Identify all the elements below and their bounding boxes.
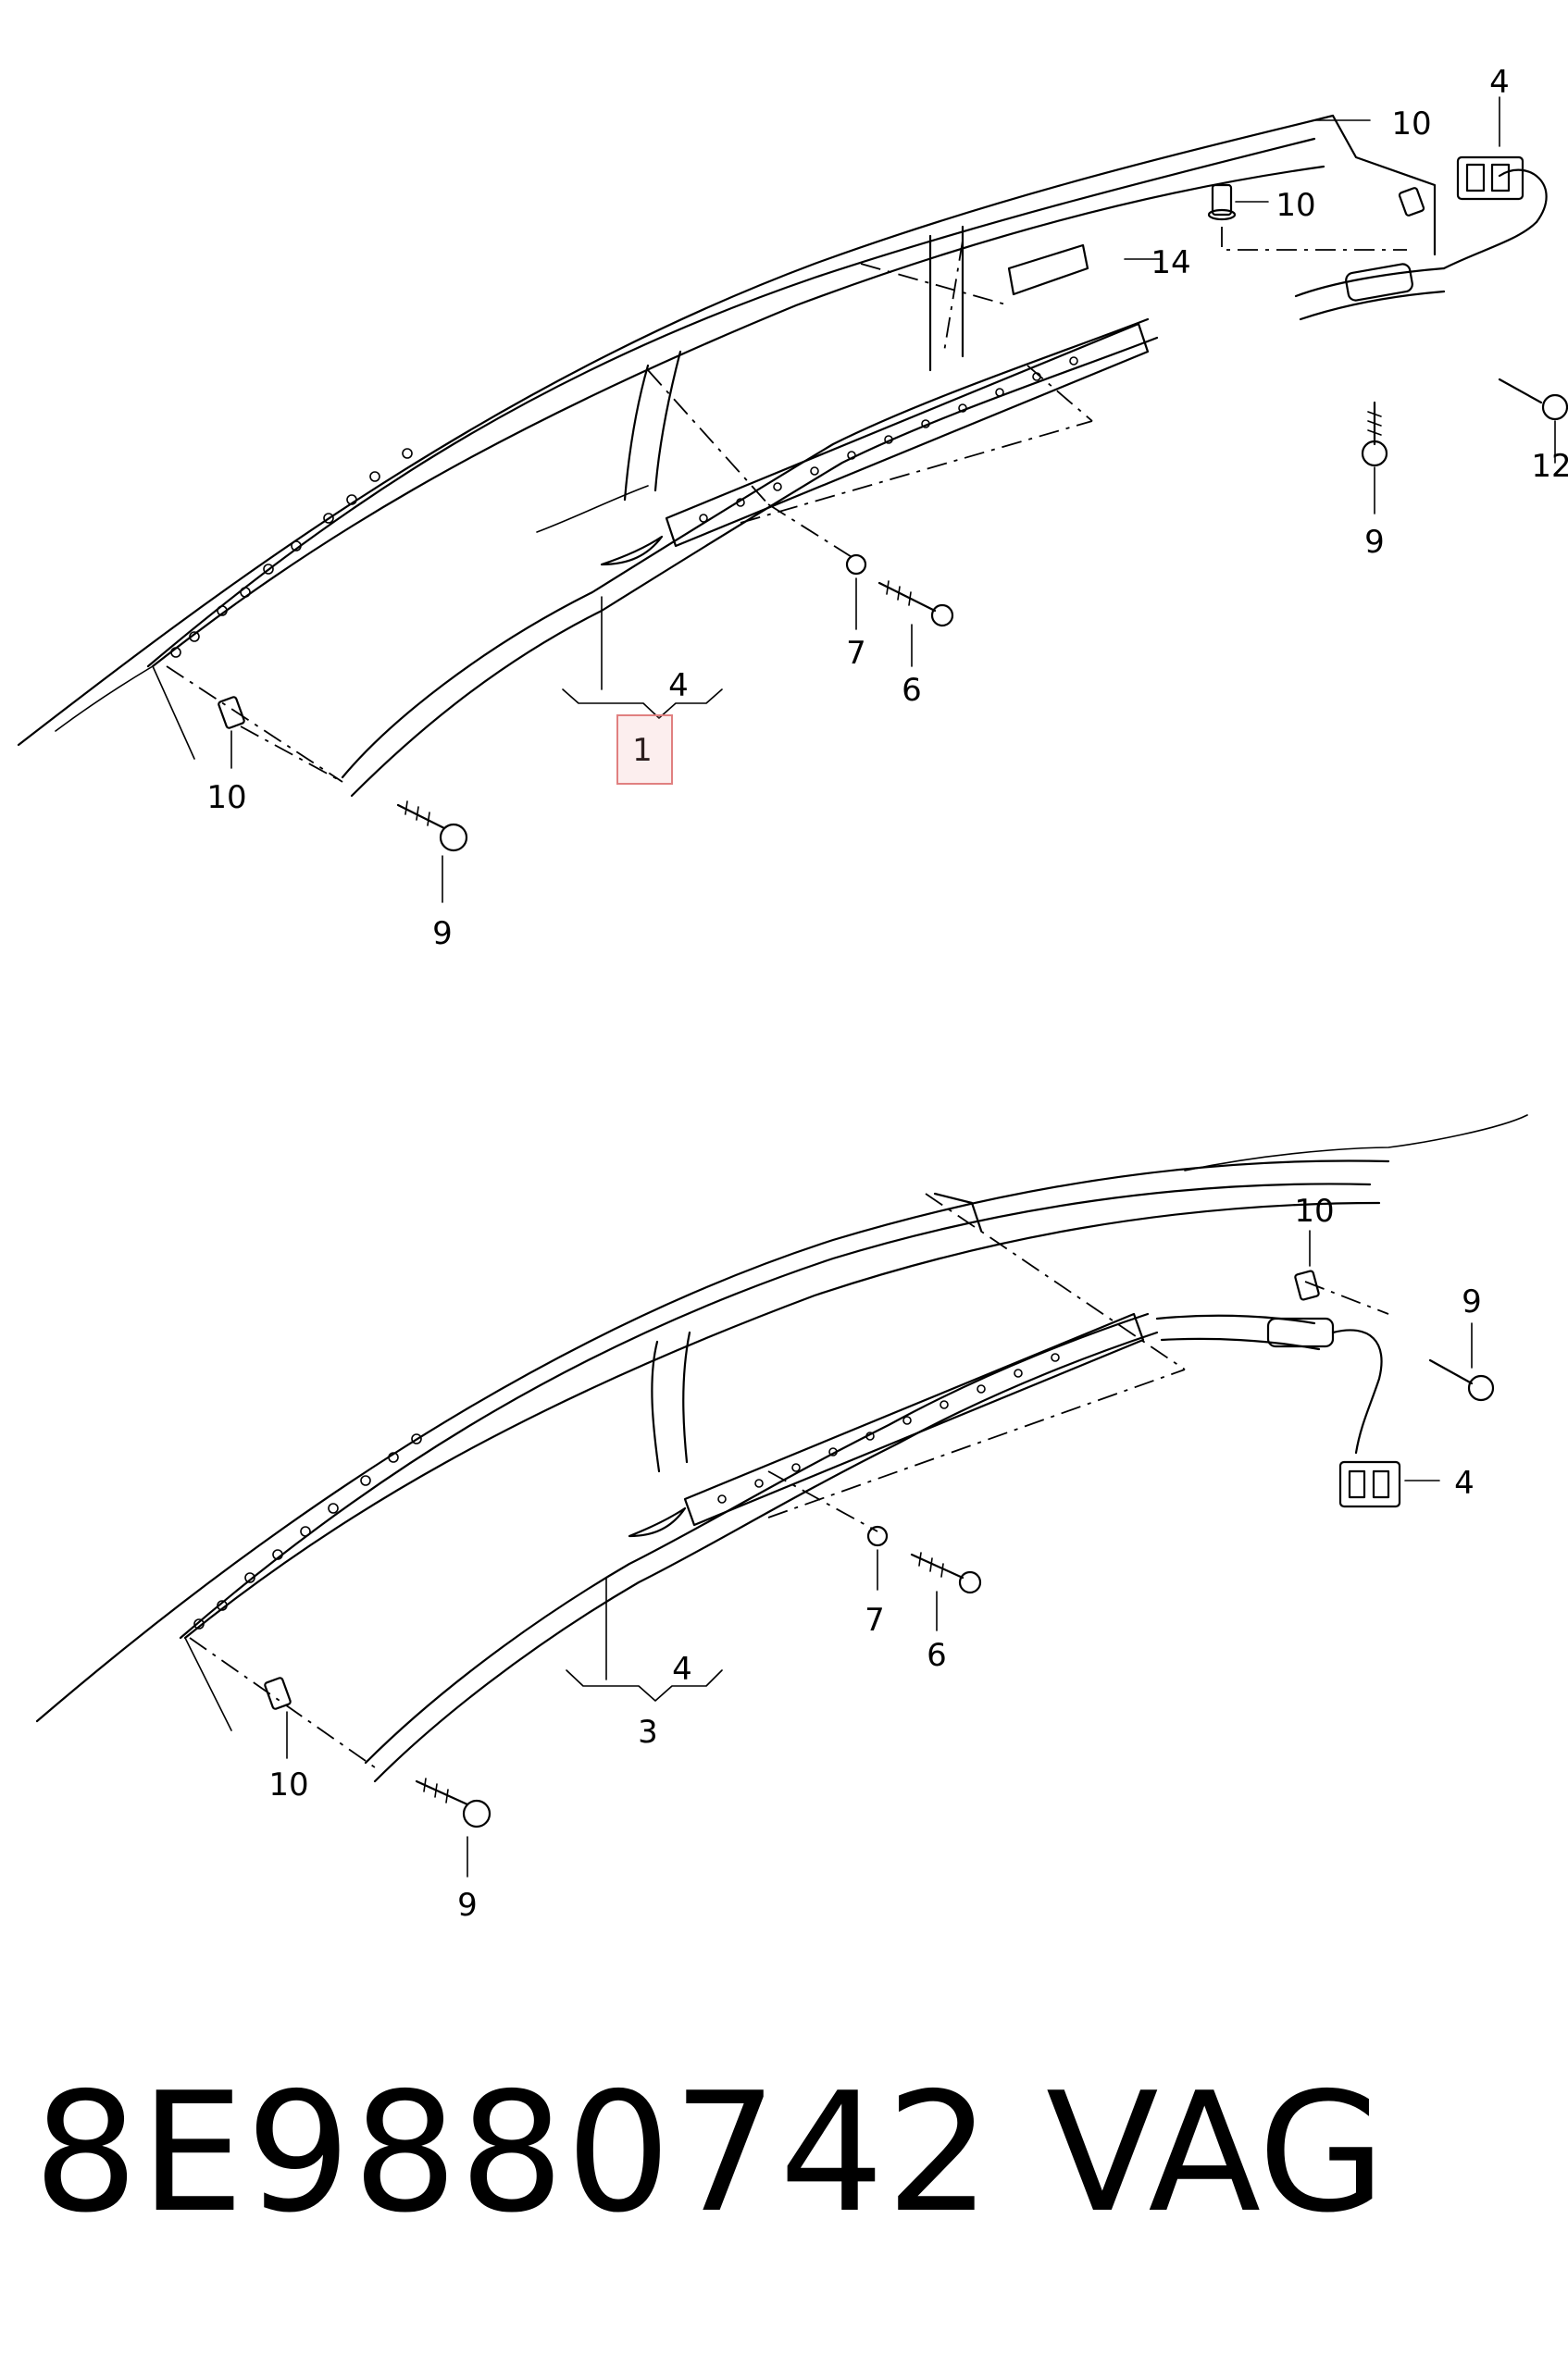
roof-outer-line xyxy=(17,114,1335,747)
washer-7-b xyxy=(866,1525,889,1547)
callout-10-left: 10 xyxy=(206,779,246,816)
clip-part-b xyxy=(1398,187,1425,217)
callout-6: 6 xyxy=(902,672,922,709)
clip-part-a-base xyxy=(1207,208,1237,221)
roof-inner-line-b xyxy=(179,1183,1372,1640)
callout-9-right: 9 xyxy=(1364,524,1385,561)
callout-9-left-b: 9 xyxy=(457,1887,478,1924)
callout-7-b: 7 xyxy=(865,1602,885,1639)
screw-12 xyxy=(1498,378,1568,421)
roof-outer-line-b xyxy=(35,1159,1390,1723)
callout-12: 12 xyxy=(1531,448,1568,485)
part-number: 8E9880742 xyxy=(33,2057,993,2249)
roof-front-line xyxy=(55,665,154,732)
callout-3: 3 xyxy=(638,1714,658,1751)
screw-9-left xyxy=(396,800,468,852)
gas-generator xyxy=(1345,263,1413,302)
b-pillar-right xyxy=(653,350,682,492)
callout-4-bracket: 4 xyxy=(668,667,689,704)
b-pillar-left-b xyxy=(651,1340,661,1473)
roof-mid-line xyxy=(536,485,649,533)
callout-9-left: 9 xyxy=(432,915,453,952)
bracket-part xyxy=(1007,243,1089,296)
callout-14: 14 xyxy=(1151,244,1190,281)
gas-generator-tube-top-b xyxy=(1155,1314,1316,1325)
screw-9-right xyxy=(1361,401,1388,467)
pillar-line xyxy=(152,665,195,760)
gas-generator-tube-bottom-b xyxy=(1160,1337,1321,1351)
roof-rail-holes-b xyxy=(193,1433,422,1630)
curtain-knot xyxy=(600,535,664,566)
curtain-airbag-upper-edge-b xyxy=(364,1312,1150,1765)
curtain-airbag-upper-edge xyxy=(341,317,1150,779)
bottom-diagram: 10 9 4 7 6 4 3 10 9 xyxy=(35,1114,1528,1924)
callout-4-bracket-b: 4 xyxy=(672,1651,692,1688)
callout-10-right-b: 10 xyxy=(1294,1193,1334,1230)
screw-9-left-b xyxy=(415,1778,492,1828)
connector-bottom-pin-a xyxy=(1348,1469,1366,1499)
callout-10-a: 10 xyxy=(1391,105,1431,143)
top-diagram: 4 10 10 14 12 9 7 6 4 1 10 9 xyxy=(17,64,1568,952)
screw-6-b xyxy=(910,1552,982,1594)
callout-9-right-b: 9 xyxy=(1462,1283,1482,1320)
callout-1: 1 xyxy=(632,732,653,769)
callout-1-highlight xyxy=(616,714,673,785)
callout-4-connector-b: 4 xyxy=(1454,1465,1475,1502)
connector-pin-b xyxy=(1490,163,1511,192)
b-pillar-left xyxy=(623,364,650,502)
curtain-module-strip xyxy=(665,322,1150,548)
connector-top xyxy=(1456,155,1524,201)
screw-9-right-b xyxy=(1428,1358,1495,1402)
brand-name: VAG xyxy=(1046,2057,1386,2249)
clip-part-a xyxy=(1211,183,1233,217)
connector-bottom xyxy=(1338,1460,1401,1508)
curtain-airbag-lower-edge xyxy=(350,336,1159,798)
callout-10-b: 10 xyxy=(1276,187,1315,224)
pillar-line-b xyxy=(184,1637,232,1731)
curtain-strip-holes xyxy=(699,356,1078,523)
b-pillar-right-b xyxy=(682,1331,691,1464)
curtain-knot-b xyxy=(628,1506,687,1538)
gas-generator-tube-bottom xyxy=(1299,290,1446,321)
roof-inner-line xyxy=(146,137,1316,668)
clip-part-left-b xyxy=(264,1677,292,1710)
c-pillar-b xyxy=(933,1192,983,1233)
clip-part-left xyxy=(218,696,245,729)
roof-edge-line xyxy=(151,165,1325,668)
callout-6-b: 6 xyxy=(927,1637,947,1674)
connector-bottom-pin-b xyxy=(1372,1469,1390,1499)
bracket-3 xyxy=(566,1669,723,1702)
roof-edge-line-b xyxy=(183,1201,1381,1640)
rear-frame xyxy=(1331,114,1437,256)
gas-generator-tube-top xyxy=(1294,267,1446,298)
curtain-airbag-lower-edge-b xyxy=(373,1331,1159,1783)
washer-7 xyxy=(845,553,867,576)
roof-rear-line-b xyxy=(1184,1114,1528,1171)
bracket-1 xyxy=(562,688,723,719)
curtain-strip-holes-b xyxy=(717,1353,1060,1504)
callout-10-left-b: 10 xyxy=(268,1766,308,1804)
callout-4-connector: 4 xyxy=(1489,64,1510,101)
generator-wire xyxy=(1442,220,1538,270)
generator-wire-b xyxy=(1331,1329,1383,1455)
roof-rail-holes xyxy=(170,448,413,658)
screw-6 xyxy=(877,580,954,627)
clip-part-right-b xyxy=(1294,1270,1320,1301)
callout-7: 7 xyxy=(846,635,866,672)
curtain-module-strip-b xyxy=(683,1312,1145,1527)
connector-pin-a xyxy=(1465,163,1486,192)
